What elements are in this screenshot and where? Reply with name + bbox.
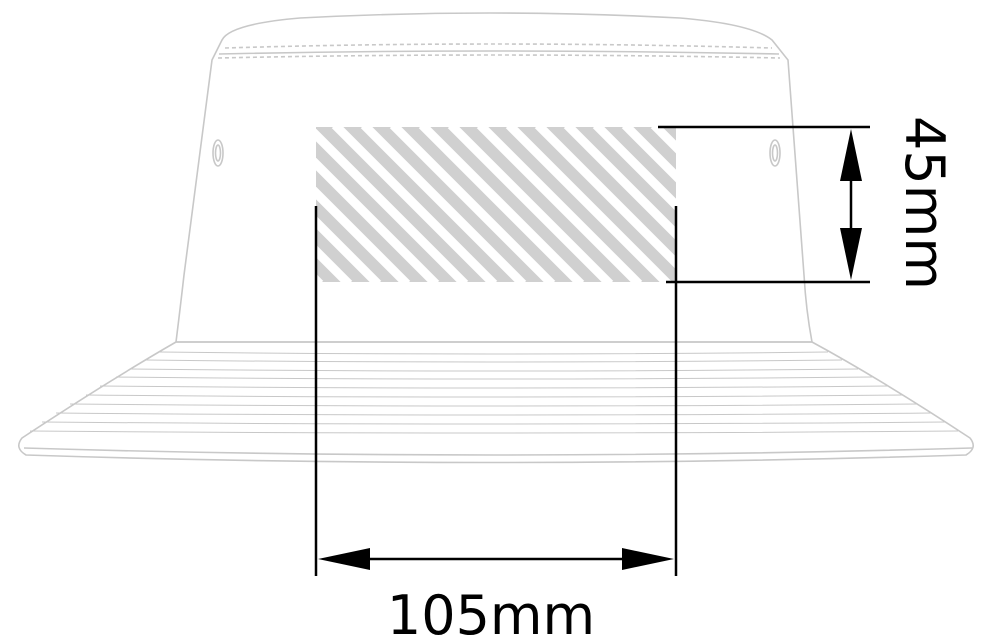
width-arrow-left <box>318 548 370 570</box>
hatch-stripe <box>621 127 676 183</box>
hatch-stripe <box>650 127 676 154</box>
crown-top-seam <box>224 43 773 49</box>
width-arrow-right <box>622 548 674 570</box>
brim-edge <box>23 447 973 456</box>
hat-brim <box>18 341 974 464</box>
hatch-stripe <box>534 127 676 270</box>
hatch-stripe <box>389 127 556 282</box>
crown-band-seam-2 <box>217 54 781 59</box>
hatch-stripe <box>331 127 498 282</box>
print-area <box>316 125 900 284</box>
hatch-stripe <box>316 244 353 282</box>
hatch-stripe <box>316 273 324 282</box>
hatch-stripe <box>683 125 842 284</box>
hatch-stripe <box>505 127 672 282</box>
hatch-stripe <box>316 215 382 282</box>
width-label: 105mm <box>387 584 595 639</box>
hatch-stripe <box>563 127 676 241</box>
height-arrow-bottom <box>840 228 862 280</box>
brim-outline <box>18 341 974 464</box>
hatch-stripe <box>741 125 900 284</box>
hatch-stripe <box>418 127 585 282</box>
eyelet-left <box>212 139 224 167</box>
height-label: 45mm <box>893 116 956 290</box>
height-dimension <box>658 125 870 284</box>
print-area-hatching <box>316 125 900 284</box>
hatch-stripe <box>360 127 527 282</box>
hatch-stripe <box>476 127 643 282</box>
height-arrow-top <box>840 129 862 181</box>
hatch-stripe <box>447 127 614 282</box>
hatch-stripe <box>316 186 411 282</box>
hatch-stripe <box>316 157 440 282</box>
crown-band-seam <box>218 50 780 55</box>
hatch-stripe <box>592 127 676 212</box>
eyelet-right <box>769 139 781 167</box>
brim-stitch-lines <box>29 351 959 434</box>
width-dimension <box>314 206 678 576</box>
hatch-stripe <box>316 128 469 282</box>
